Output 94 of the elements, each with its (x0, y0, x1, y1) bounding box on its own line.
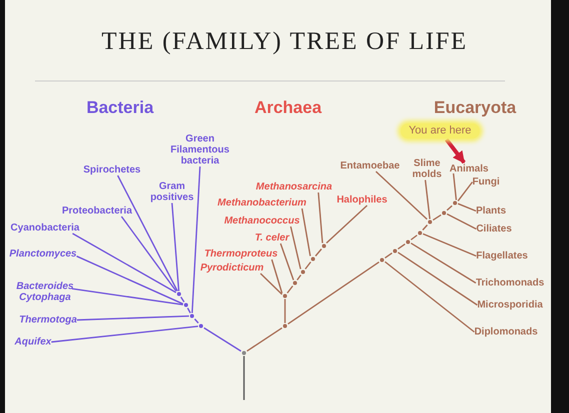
tree-branch (424, 180, 431, 220)
taxon-label: Animals (450, 164, 488, 174)
taxon-label: Thermotoga (19, 314, 77, 326)
tree-branch (117, 175, 178, 292)
tree-branch (296, 274, 302, 280)
taxon-label: Plants (476, 206, 506, 216)
tree-branch (72, 288, 184, 306)
tree-branch (194, 318, 199, 324)
taxon-label: Bacteroides Cytophaga (15, 281, 75, 303)
branch-point (428, 220, 432, 224)
branch-point (184, 303, 188, 307)
tree-branch (422, 224, 428, 230)
group-heading: Eucaryota (434, 98, 516, 118)
tree-branch (457, 182, 473, 202)
tree-branch (280, 243, 294, 280)
branch-point (322, 244, 326, 248)
taxon-label: Green Filamentous bacteria (170, 134, 230, 166)
tree-branch (398, 244, 406, 250)
tree-branch (410, 234, 418, 240)
tree-branch (326, 204, 368, 244)
tree-branch (72, 232, 176, 294)
tree-branch (191, 166, 201, 314)
tree-branch (458, 203, 476, 212)
taxon-label: Methanosarcina (256, 182, 332, 192)
tree-branch (446, 213, 477, 230)
taxon-label: Pyrodicticum (200, 262, 264, 274)
tree-branch (304, 262, 312, 270)
taxon-label: Methanobacterium (218, 198, 306, 208)
tree-branch (384, 252, 392, 258)
group-heading: Archaea (254, 98, 322, 118)
tree-branch (76, 315, 190, 321)
branch-point (380, 258, 384, 262)
tree-branch (260, 273, 282, 295)
tree-branch (315, 248, 322, 256)
tree-branch (286, 286, 294, 294)
tree-branch (398, 252, 478, 306)
tree-branch (318, 192, 324, 244)
taxon-label: Ciliates (476, 224, 512, 234)
tree-branch (284, 299, 286, 323)
tree-branch (422, 233, 476, 257)
branch-point (199, 324, 203, 328)
branch-point (190, 314, 194, 318)
tree-branch (243, 356, 245, 400)
tree-branch (271, 259, 283, 294)
tree-branch (246, 327, 282, 352)
taxon-label: T. celer (254, 232, 290, 244)
branch-point (311, 257, 315, 261)
callout-label: You are here (400, 124, 480, 138)
tree-branch (410, 242, 476, 284)
branch-point (283, 324, 287, 328)
tree-branch (446, 205, 452, 211)
tree-branch (171, 202, 180, 292)
taxon-label: Aquifex (14, 336, 52, 348)
taxon-label: Cyanobacteria (10, 222, 80, 234)
taxon-label: Proteobacteria (62, 206, 132, 216)
tree-branch (290, 226, 302, 270)
tree-branch (76, 256, 184, 305)
branch-point (406, 240, 410, 244)
slide-title: THE (FAMILY) TREE OF LIFE (100, 28, 468, 56)
tree-branch (180, 296, 185, 302)
branch-point (418, 231, 422, 235)
tree-branch (452, 173, 457, 200)
pointer-arrow (444, 138, 466, 164)
taxon-label: Trichomonads (476, 278, 544, 288)
branch-point (442, 211, 446, 215)
tree-branch (375, 170, 428, 220)
taxon-label: Fungi (472, 176, 500, 188)
taxon-label: Diplomonads (474, 326, 538, 338)
branch-point (283, 294, 287, 298)
taxon-label: Halophiles (336, 194, 388, 206)
branch-point (301, 270, 305, 274)
taxon-label: Gram positives (147, 181, 197, 203)
branch-point (393, 249, 397, 253)
branch-point (453, 201, 457, 205)
group-heading: Bacteria (86, 98, 154, 118)
taxon-label: Methanococcus (224, 216, 300, 226)
tree-branch (301, 208, 311, 256)
tree-branch (187, 308, 191, 314)
tree-branch (51, 326, 198, 343)
branch-point (177, 292, 181, 296)
tree-branch (288, 261, 380, 325)
tree-branch (384, 261, 475, 333)
taxon-label: Microsporidia (477, 300, 543, 310)
taxon-label: Flagellates (476, 250, 528, 262)
tree-branch (120, 216, 177, 292)
taxon-label: Planctomyces (9, 248, 77, 260)
branch-point (242, 351, 246, 355)
taxon-label: Entamoebae (340, 160, 400, 172)
taxon-label: Thermoproteus (204, 248, 278, 260)
tree-branch (204, 327, 242, 352)
taxon-label: Spirochetes (83, 164, 141, 176)
taxon-label: Slime molds (410, 158, 444, 180)
tree-branch (432, 214, 442, 221)
branch-point (293, 281, 297, 285)
